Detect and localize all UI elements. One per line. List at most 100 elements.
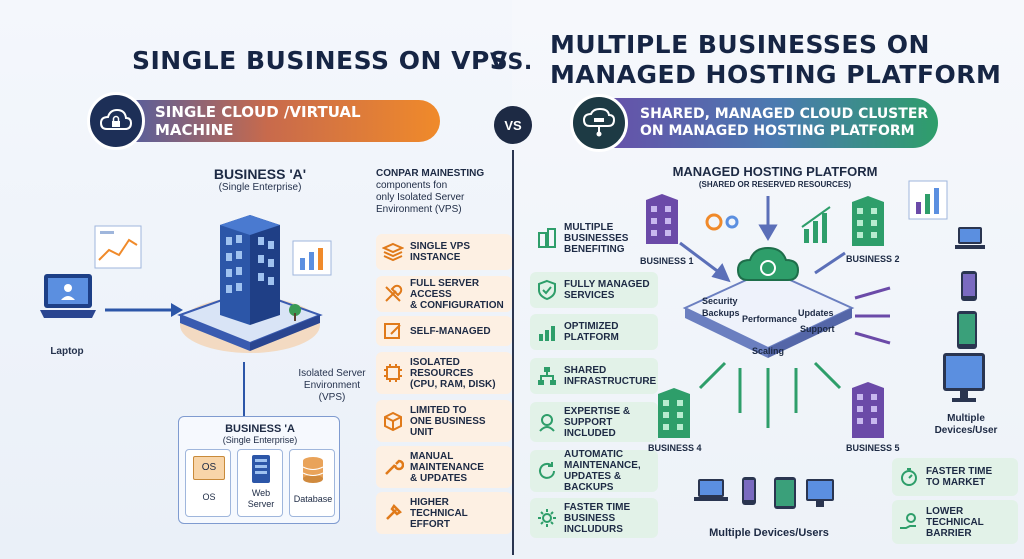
network-icon: [538, 367, 556, 385]
rfeat-text-0: MULTIPLE BUSINESSES BENEFITING: [564, 221, 629, 255]
feature-single-vps: SINGLE VPS INSTANCE: [376, 234, 512, 270]
laptop-device-icon: [955, 227, 985, 249]
isolated-env-label: Isolated Server Environment (VPS): [292, 368, 372, 404]
side-feature-text-0: FASTER TIME TO MARKET: [926, 466, 993, 488]
isolated-line3: (VPS): [318, 392, 346, 403]
vs-badge: VS: [494, 106, 532, 144]
laptop-label: Laptop: [50, 346, 84, 357]
compare-line3: only Isolated Server: [376, 192, 465, 203]
laptop-icon: [40, 274, 96, 318]
devices-label-line2: Devices/User: [934, 425, 998, 436]
right-banner-line2: ON MANAGED HOSTING PLATFORM: [640, 123, 915, 139]
isolated-line1: Isolated Server: [298, 368, 366, 379]
compare-line4: Environment (VPS): [376, 204, 462, 215]
right-banner-text: SHARED, MANAGED CLOUD CLUSTER ON MANAGED…: [640, 106, 928, 140]
mini-chart-icon: [908, 180, 948, 220]
support-agent-icon: [539, 414, 555, 432]
hub-scaling: Scaling: [752, 346, 785, 356]
layers-icon: [382, 242, 404, 262]
feature-text-0: SINGLE VPS INSTANCE: [410, 241, 471, 263]
wrench-icon: [385, 459, 404, 475]
growth-chart-icon: [539, 326, 555, 341]
rfeat-shared-infra: SHARED INFRASTRUCTURE: [530, 358, 658, 394]
database-label: Database: [293, 494, 333, 504]
feature-isolated-resources: ISOLATED RESOURCES (CPU, RAM, DISK): [376, 352, 512, 394]
feature-text-4: LIMITED TO ONE BUSINESS UNIT: [410, 404, 486, 438]
phone-device-icon: [961, 271, 977, 301]
rfeat-automatic-maintenance: AUTOMATIC MAINTENANCE, UPDATES & BACKUPS: [530, 449, 658, 493]
hammer-icon: [386, 504, 402, 520]
tablet-device-icon: [957, 311, 977, 349]
business-5-building: [852, 382, 884, 438]
feature-full-access: FULL SERVER ACCESS & CONFIGURATION: [376, 276, 512, 312]
rfeat-text-1: FULLY MANAGED SERVICES: [564, 279, 650, 301]
dashboard-chart-icon: [94, 225, 142, 269]
web-server-label: Web Server: [247, 488, 275, 509]
rfeat-faster-time: FASTER TIME BUSINESS INCLUDURS: [530, 498, 658, 538]
rfeat-text-6: FASTER TIME BUSINESS INCLUDURS: [564, 501, 631, 535]
side-feature-faster-market: FASTER TIME TO MARKET: [892, 458, 1018, 496]
platform-title: MANAGED HOSTING PLATFORM: [672, 164, 878, 179]
feature-text-3: ISOLATED RESOURCES (CPU, RAM, DISK): [410, 356, 496, 390]
compare-line2: components fon: [376, 180, 448, 191]
buildings-icon: [538, 228, 556, 248]
database-icon: [302, 457, 324, 483]
feature-limited-one-unit: LIMITED TO ONE BUSINESS UNIT: [376, 400, 512, 442]
box-sub: (Single Enterprise): [222, 435, 298, 445]
hub-performance: Performance: [742, 314, 798, 324]
feature-text-2: SELF-MANAGED: [410, 325, 491, 337]
compare-text: CONPAR MAINESTING components fon only Is…: [376, 168, 484, 216]
bottom-devices-icons: [694, 477, 834, 509]
feature-technical-effort: HIGHER TECHNICAL EFFORT: [376, 492, 512, 534]
business-1-label: BUSINESS 1: [640, 256, 694, 266]
feature-text-1: FULL SERVER ACCESS & CONFIGURATION: [410, 277, 504, 311]
devices-label-line1: Multiple: [947, 413, 985, 424]
database-card: Database: [289, 449, 335, 517]
right-banner-line1: SHARED, MANAGED CLOUD CLUSTER: [640, 106, 929, 122]
business-a-title: BUSINESS 'A': [213, 166, 307, 182]
edit-icon: [384, 323, 401, 339]
devices-bottom-label: Multiple Devices/Users: [709, 527, 829, 539]
shield-check-icon: [538, 279, 556, 301]
cloud-lock-icon: [87, 92, 145, 150]
business-a-sub: (Single Enterprise): [218, 182, 302, 193]
side-feature-text-1: LOWER TECHNICAL BARRIER: [926, 505, 984, 539]
tools-icon: [385, 284, 403, 302]
gears-icon: [705, 213, 739, 231]
side-feature-lower-barrier: LOWER TECHNICAL BARRIER: [892, 500, 1018, 544]
business-1-building: [646, 194, 678, 244]
rfeat-text-3: SHARED INFRASTRUCTURE: [564, 365, 657, 387]
rfeat-text-5: AUTOMATIC MAINTENANCE, UPDATES & BACKUPS: [564, 449, 641, 493]
chip-icon: [384, 364, 402, 382]
compare-line1: CONPAR MAINESTING: [376, 168, 485, 179]
os-label: OS: [202, 492, 216, 502]
box-icon: [384, 411, 402, 432]
gear-icon: [538, 509, 556, 527]
right-banner: SHARED, MANAGED CLOUD CLUSTER ON MANAGED…: [570, 94, 938, 152]
left-banner-text: SINGLE CLOUD /VIRTUAL MACHINE: [155, 103, 361, 139]
rfeat-fully-managed: FULLY MANAGED SERVICES: [530, 272, 658, 308]
feature-manual-maintenance: MANUAL MAINTENANCE & UPDATES: [376, 446, 512, 488]
right-title-line1: MULTIPLE BUSINESSES ON: [550, 30, 930, 59]
hub-updates: Updates: [798, 308, 834, 318]
building-platform-illustration: [177, 215, 323, 353]
stopwatch-icon: [901, 468, 917, 486]
feature-text-5: MANUAL MAINTENANCE & UPDATES: [410, 450, 484, 484]
web-server-card: Web Server: [237, 449, 283, 517]
hand-coin-icon: [900, 513, 916, 529]
analytics-chart-icon: [292, 240, 332, 276]
hub-support: Support: [800, 324, 835, 334]
platform-sub: (SHARED OR RESERVED RESOURCES): [698, 180, 852, 189]
os-card: OS OS: [185, 449, 231, 517]
business-4-label: BUSINESS 4: [648, 443, 702, 453]
os-folder-icon: OS: [193, 456, 225, 480]
vs-text: VS.: [490, 50, 533, 75]
right-title-line2: MANAGED HOSTING PLATFORM: [550, 60, 1002, 89]
left-title: SINGLE BUSINESS ON VPS: [132, 46, 509, 75]
refresh-icon: [539, 462, 555, 479]
rfeat-multiple-businesses: MULTIPLE BUSINESSES BENEFITING: [530, 218, 658, 258]
isolated-line2: Environment: [303, 380, 361, 391]
bar-growth-icon: [801, 206, 831, 243]
devices-label: Multiple Devices/User: [928, 413, 1004, 437]
server-icon: [252, 455, 270, 483]
